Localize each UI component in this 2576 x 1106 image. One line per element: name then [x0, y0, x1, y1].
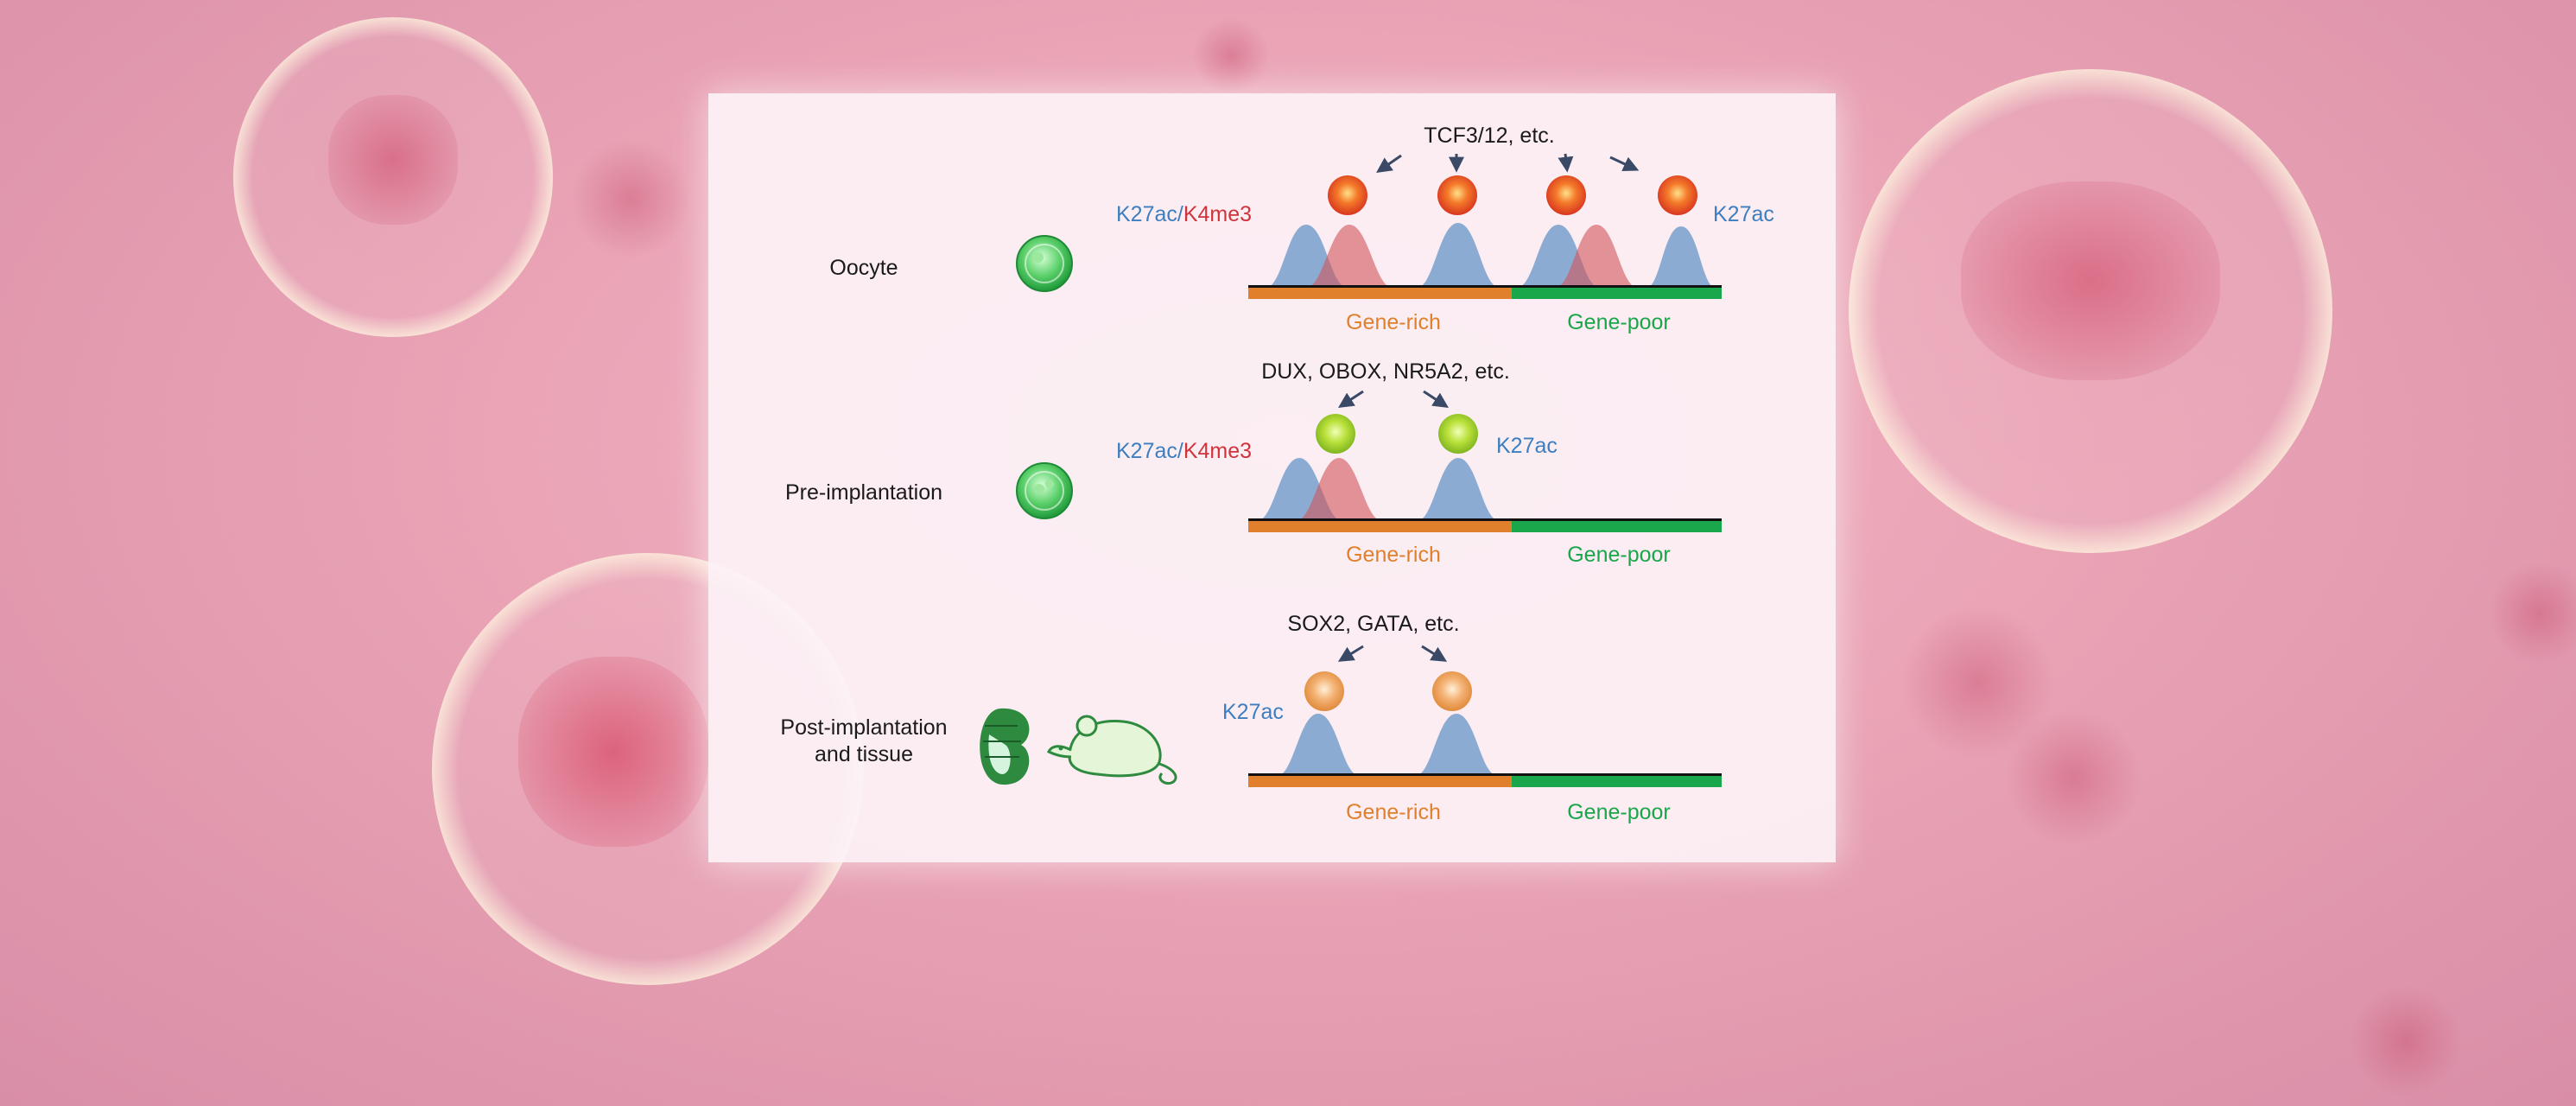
tf-arrows-oocyte	[1376, 153, 1640, 174]
tf-spheres-post	[1304, 671, 1472, 711]
bg-blob-2	[1900, 605, 2056, 760]
bg-blob-1	[570, 138, 691, 259]
oocyte-cell-icon	[1016, 235, 1073, 292]
mark-label-oocyte-right: K27ac	[1713, 202, 1774, 226]
tf-label-pre: DUX, OBOX, NR5A2, etc.	[1261, 359, 1510, 384]
gene-poor-label-post: Gene-poor	[1567, 800, 1671, 824]
mark-label-oocyte-left: K27ac/K4me3	[1116, 202, 1252, 226]
peaks-post	[1277, 714, 1498, 776]
tf-arrows-pre	[1337, 390, 1450, 408]
gene-rich-label-pre: Gene-rich	[1346, 543, 1441, 567]
stage-label-post-implantation: Post-implantation	[780, 715, 947, 740]
bg-blob-3	[2004, 709, 2142, 847]
peaks-oocyte	[1266, 223, 1716, 288]
tf-arrows-post	[1337, 645, 1448, 662]
stage-label-oocyte: Oocyte	[829, 256, 898, 280]
stage-label-and-tissue: and tissue	[815, 742, 913, 766]
bg-blob-5	[2488, 562, 2576, 665]
stage-label-pre-implantation: Pre-implantation	[785, 480, 942, 505]
mark-label-pre-right: K27ac	[1496, 434, 1558, 458]
bg-blob-4	[2350, 985, 2462, 1097]
genome-bar-post	[1248, 773, 1722, 787]
bg-nucleus-bottomleft	[518, 657, 708, 847]
tf-spheres-pre	[1316, 414, 1478, 454]
bg-nucleus-topleft	[328, 95, 458, 225]
genome-bar-pre	[1248, 518, 1722, 532]
post-implantation-embryo-icon	[980, 708, 1030, 785]
mark-label-post: K27ac	[1222, 700, 1284, 724]
mark-label-pre-left: K27ac/K4me3	[1116, 439, 1252, 463]
diagram-panel	[708, 93, 1836, 862]
tf-label-post: SOX2, GATA, etc.	[1287, 612, 1459, 636]
peaks-pre	[1257, 458, 1500, 521]
embryo-cell-icon	[1016, 462, 1073, 519]
mouse-icon	[1046, 715, 1177, 785]
tf-spheres-oocyte	[1328, 175, 1697, 215]
gene-rich-label-post: Gene-rich	[1346, 800, 1441, 824]
bg-nucleus-right	[1961, 181, 2220, 380]
gene-poor-label-oocyte: Gene-poor	[1567, 310, 1671, 334]
tf-label-oocyte: TCF3/12, etc.	[1424, 124, 1554, 148]
genome-bar-oocyte	[1248, 285, 1722, 299]
bg-blob-6	[1192, 17, 1270, 95]
gene-poor-label-pre: Gene-poor	[1567, 543, 1671, 567]
gene-rich-label-oocyte: Gene-rich	[1346, 310, 1441, 334]
